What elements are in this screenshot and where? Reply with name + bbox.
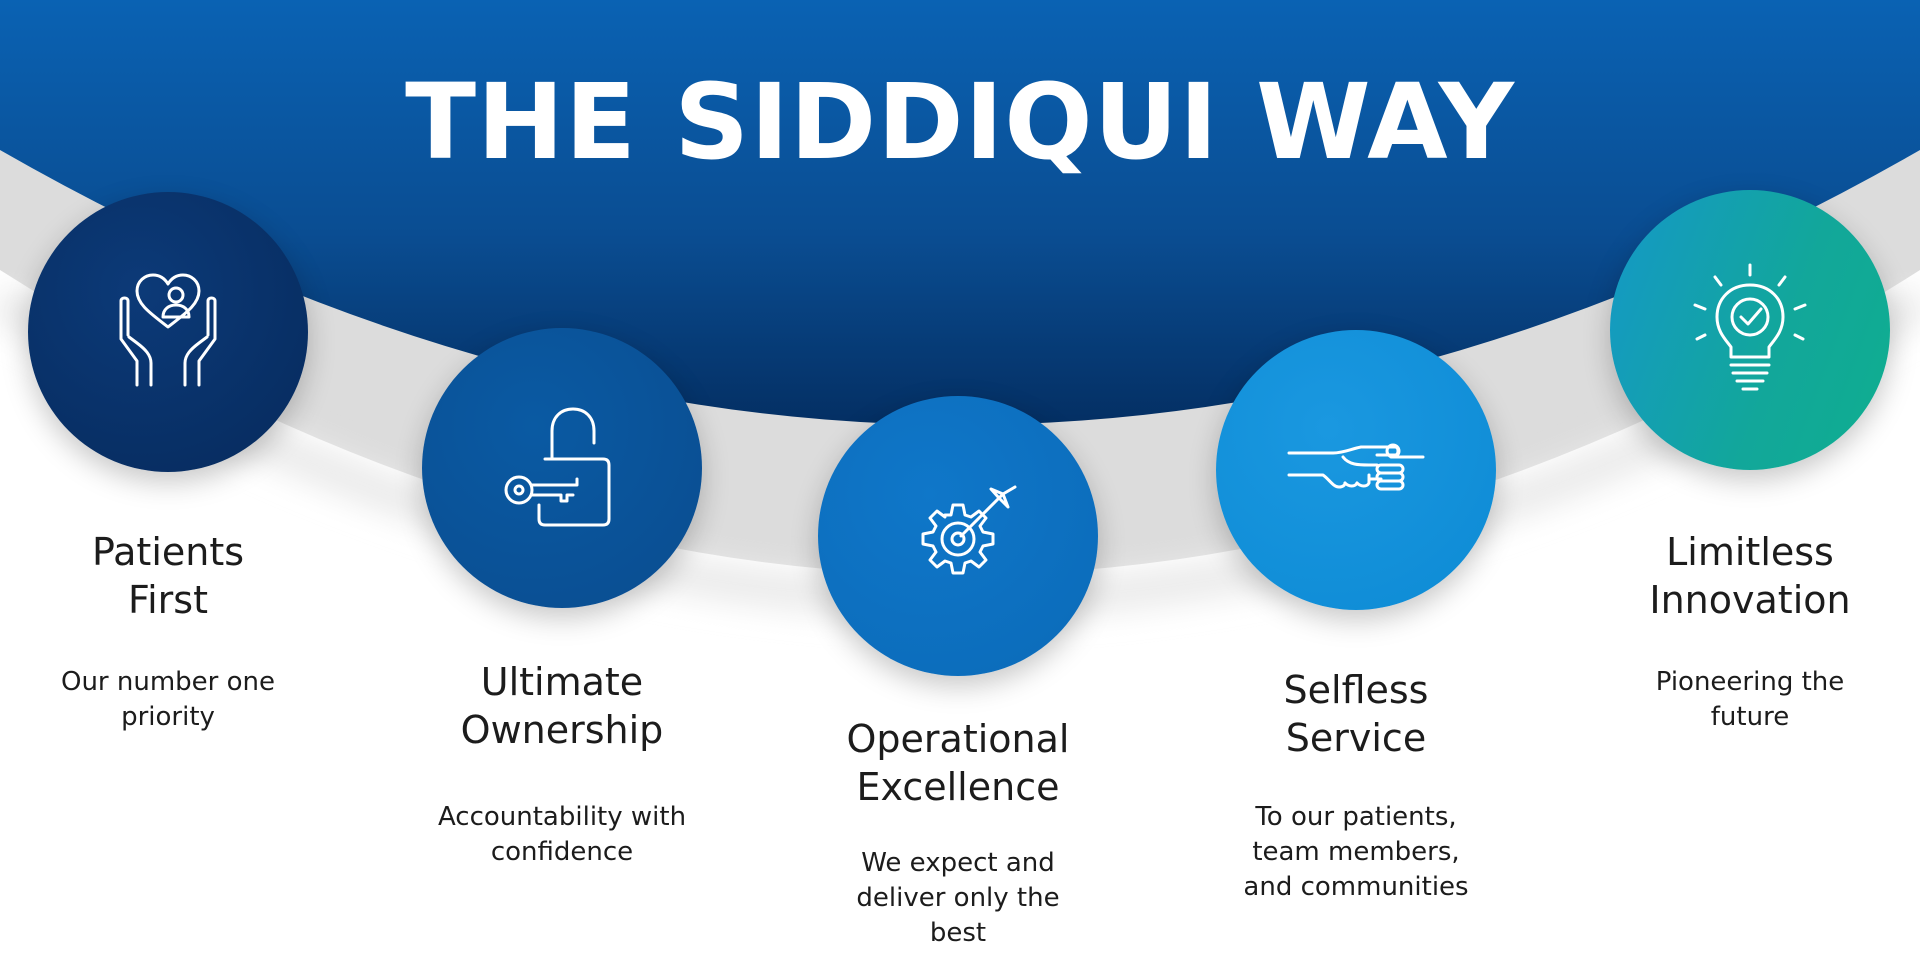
value-description-limitless-innovation: Pioneering the future — [1655, 667, 1845, 732]
blue-banner — [0, 0, 1920, 425]
value-heading-limitless-innovation: Limitless Innovation — [1649, 530, 1851, 622]
value-circle-ultimate-ownership — [422, 328, 702, 608]
value-circle-operational-excellence — [818, 396, 1098, 676]
handshake-icon — [1287, 443, 1425, 491]
value-heading-selfless-service: Selfless Service — [1283, 668, 1429, 760]
value-description-operational-excellence: We expect and deliver only the best — [856, 848, 1060, 948]
value-description-patients-first: Our number one priority — [60, 667, 276, 732]
value-circle-selfless-service — [1216, 330, 1496, 610]
value-description-selfless-service: To our patients, team members, and commu… — [1243, 802, 1469, 902]
lock-key-icon — [504, 407, 611, 527]
value-circle-limitless-innovation — [1610, 190, 1890, 470]
lightbulb-check-icon — [1693, 263, 1807, 391]
gear-target-arrow-icon — [921, 485, 1017, 575]
value-circle-patients-first — [28, 192, 308, 472]
value-heading-ultimate-ownership: Ultimate Ownership — [460, 660, 664, 752]
value-heading-operational-excellence: Operational Excellence — [846, 717, 1070, 809]
hands-heart-person-icon — [119, 273, 217, 387]
value-heading-patients-first: Patients First — [91, 530, 245, 622]
page-title: THE SIDDIQUI WAY — [405, 61, 1515, 183]
value-description-ultimate-ownership: Accountability with confidence — [437, 802, 687, 867]
